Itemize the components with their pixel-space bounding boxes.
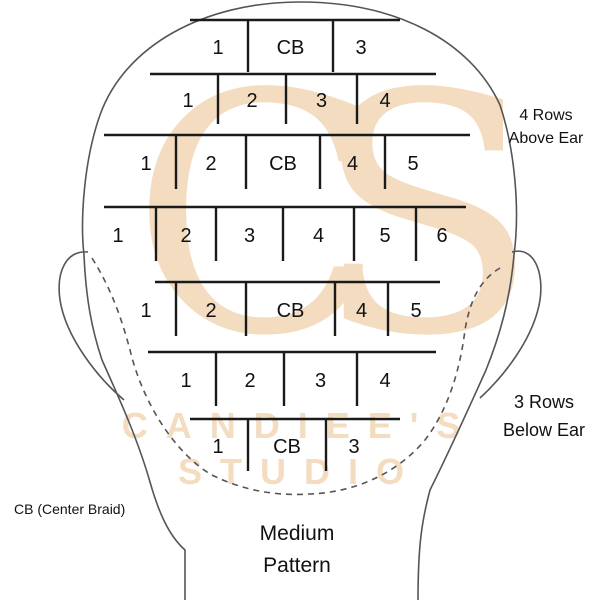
part-label: 6	[436, 225, 447, 247]
part-label: 5	[379, 225, 390, 247]
watermark-line2: STUDIO	[178, 451, 422, 492]
part-label: 1	[140, 300, 151, 322]
watermark-line1: CANDIEE'S	[122, 405, 479, 446]
part-label: 2	[246, 90, 257, 112]
part-label: 4	[313, 225, 324, 247]
row-1: 1 CB 3	[190, 18, 400, 72]
part-label: 2	[244, 370, 255, 392]
right-ear	[479, 250, 542, 399]
part-label: 1	[140, 153, 151, 175]
annotations: 4 Rows Above Ear 3 Rows Below Ear CB (Ce…	[14, 107, 585, 577]
watermark-monogram: CS	[131, 24, 520, 408]
above-ear-label-line2: Above Ear	[509, 130, 584, 147]
pattern-title-line1: Medium	[260, 522, 335, 545]
part-label: 4	[379, 90, 390, 112]
part-label: CB	[269, 153, 297, 175]
part-label: 3	[348, 436, 359, 458]
part-label: 4	[356, 300, 367, 322]
below-ear-label-line2: Below Ear	[503, 420, 585, 440]
head-contour	[81, 1, 518, 600]
row-3: 1 2 CB 4 5	[104, 133, 470, 189]
part-label: 2	[205, 153, 216, 175]
row-5: 1 2 CB 4 5	[140, 280, 440, 336]
head-outline	[58, 1, 542, 600]
part-label: 2	[205, 300, 216, 322]
part-label: 1	[212, 37, 223, 59]
part-label: 3	[355, 37, 366, 59]
part-label: 3	[316, 90, 327, 112]
part-label: 2	[180, 225, 191, 247]
row-7: 1 CB 3	[190, 417, 400, 471]
part-label: 4	[347, 153, 358, 175]
part-label: 1	[212, 436, 223, 458]
part-label: 1	[112, 225, 123, 247]
part-label: 3	[244, 225, 255, 247]
part-label: CB	[277, 37, 305, 59]
legend-label: CB (Center Braid)	[14, 501, 125, 517]
above-ear-label-line1: 4 Rows	[519, 107, 572, 124]
row-4: 1 2 3 4 5 6	[104, 205, 466, 261]
part-label: 3	[315, 370, 326, 392]
part-label: CB	[273, 436, 301, 458]
hairline-dashed	[91, 257, 501, 496]
part-label: 1	[182, 90, 193, 112]
part-label: 5	[410, 300, 421, 322]
below-ear-label-line1: 3 Rows	[514, 392, 574, 412]
part-label: 5	[407, 153, 418, 175]
part-label: 1	[180, 370, 191, 392]
left-ear	[58, 251, 125, 401]
pattern-title-line2: Pattern	[263, 554, 331, 577]
part-label: CB	[277, 300, 305, 322]
row-6: 1 2 3 4	[148, 350, 436, 406]
row-2: 1 2 3 4	[150, 72, 436, 124]
part-label: 4	[379, 370, 390, 392]
